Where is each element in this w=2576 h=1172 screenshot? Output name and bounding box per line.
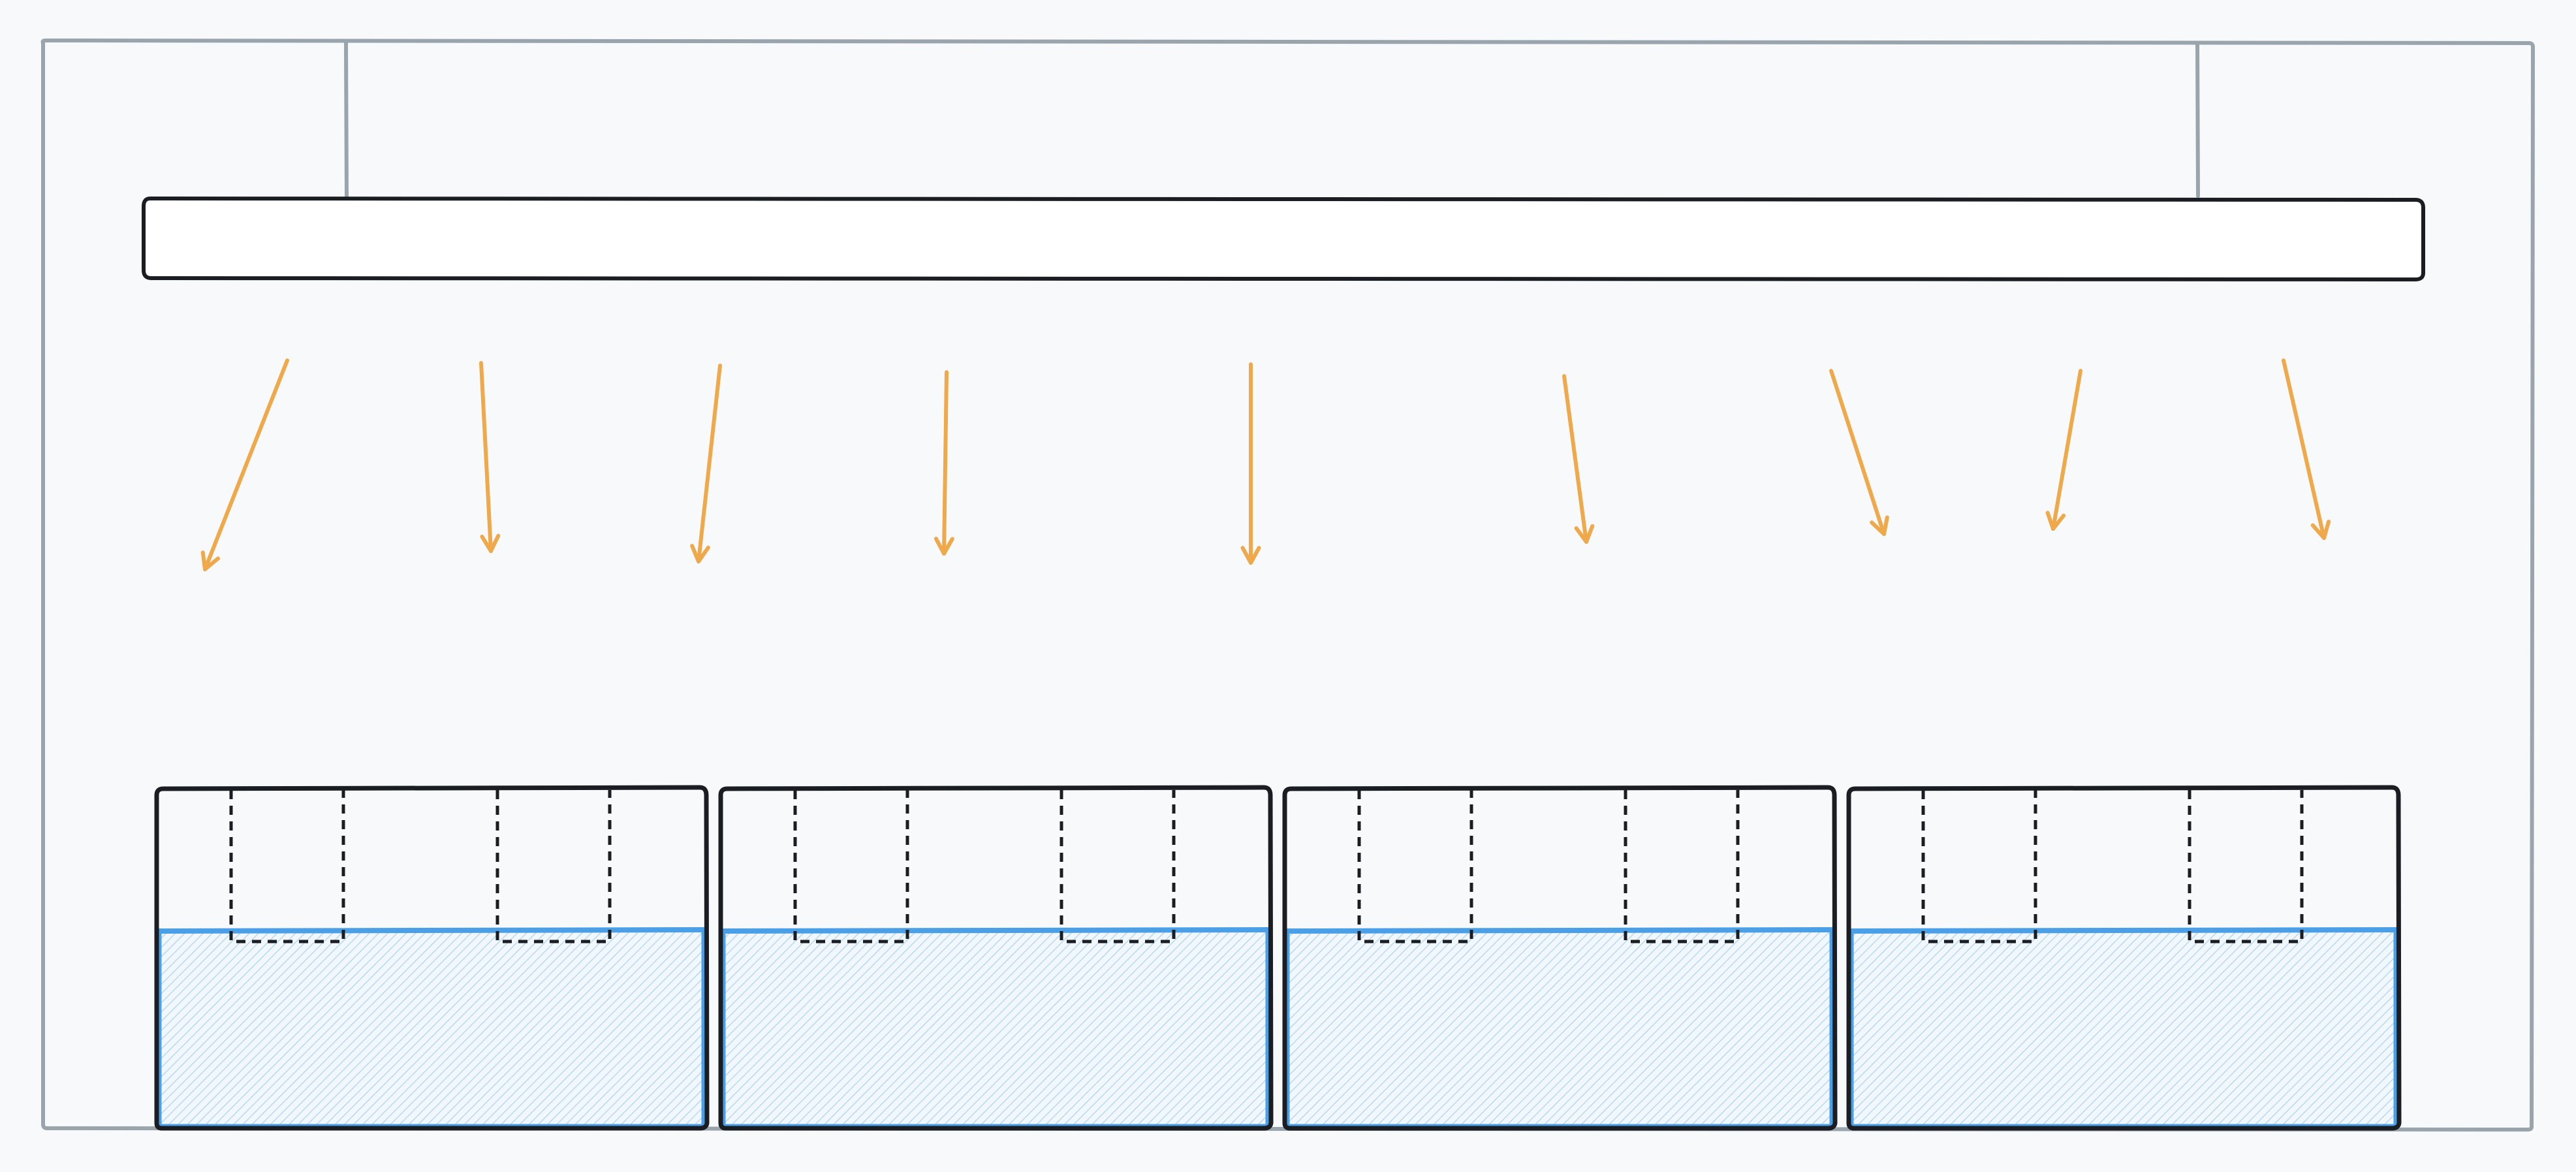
tank-water-surface: [155, 927, 708, 934]
arrow-head: [480, 533, 501, 553]
tank-water: [1851, 931, 2396, 1127]
tank-outline: [1846, 785, 2402, 1131]
tank-dashed-slot: [229, 790, 345, 943]
tank-water-surface: [1847, 927, 2400, 934]
tank-outline: [1282, 785, 1838, 1131]
arrow-shaft: [479, 361, 493, 553]
tank-water-edge: [1286, 931, 1833, 1128]
tank-water-edge: [158, 931, 705, 1128]
arrow-head: [2310, 519, 2331, 540]
arrow-head: [1574, 524, 1595, 544]
falling-arrow: [200, 358, 289, 571]
arrow-head: [2045, 511, 2066, 531]
arrow-head: [690, 543, 710, 563]
tank-water-tint: [159, 931, 704, 1127]
tank-dashed-slot: [1921, 790, 2037, 943]
tank-water-edge: [722, 931, 1269, 1128]
arrow-shaft: [1562, 374, 1588, 544]
hanger-rod: [344, 41, 349, 198]
arrow-head: [934, 537, 954, 556]
falling-arrow: [1240, 362, 1261, 565]
outer-frame: [40, 39, 2535, 1132]
falling-arrow: [479, 361, 501, 553]
tank-outline: [718, 785, 1274, 1131]
tank-dashed-slot: [793, 790, 909, 943]
hanger-rod: [2195, 41, 2200, 198]
tank: [154, 785, 710, 1131]
tank-dashed-slot: [1060, 790, 1176, 943]
tank-dashed-slot: [495, 790, 612, 943]
arrow-shaft: [2051, 369, 2082, 531]
tank-water: [159, 931, 704, 1127]
overhead-bar: [142, 197, 2425, 281]
tank-water-tint: [1287, 931, 1832, 1127]
tank: [1282, 785, 1838, 1131]
arrow-head: [1240, 546, 1261, 565]
tank: [718, 785, 1274, 1131]
tank-water-surface: [1283, 927, 1836, 934]
arrow-shaft: [697, 364, 722, 563]
arrow-shaft: [2282, 358, 2326, 540]
tank-water-edge: [1850, 931, 2397, 1128]
falling-arrow: [690, 364, 722, 563]
arrow-head: [200, 550, 220, 571]
tank-dashed-slot: [1624, 790, 1740, 943]
arrow-shaft: [1829, 369, 1886, 536]
falling-arrow: [934, 370, 954, 556]
falling-arrow: [1829, 369, 1889, 536]
falling-arrow: [2282, 358, 2331, 540]
tank-water-tint: [723, 931, 1268, 1127]
tank-water: [723, 931, 1268, 1127]
tank-dashed-slot: [1357, 790, 1473, 943]
falling-arrow: [2045, 369, 2082, 531]
falling-arrow: [1562, 374, 1595, 544]
arrow-shaft: [942, 370, 949, 556]
tank: [1846, 785, 2402, 1131]
tank-water: [1287, 931, 1832, 1127]
tank-dashed-slot: [2188, 790, 2304, 943]
arrow-shaft: [203, 358, 289, 571]
arrow-head: [1870, 515, 1889, 536]
tank-water-tint: [1851, 931, 2396, 1127]
tank-outline: [154, 785, 710, 1131]
tank-water-surface: [719, 927, 1272, 934]
